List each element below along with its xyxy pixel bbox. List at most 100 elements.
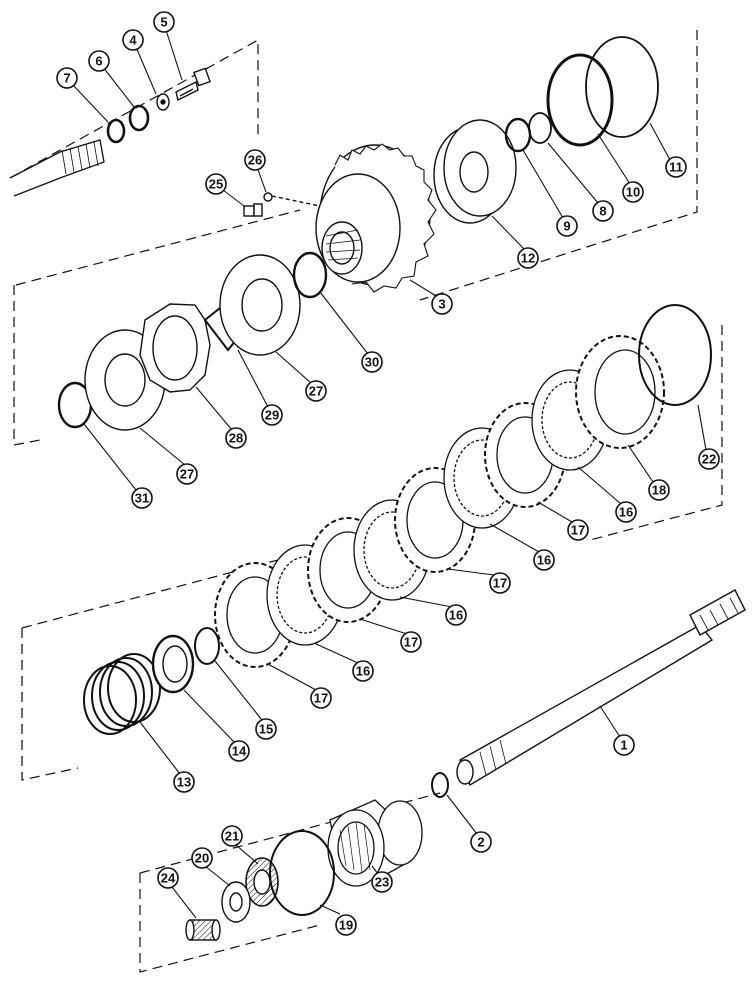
leader-29	[237, 349, 269, 408]
callout-label: 26	[248, 153, 262, 168]
callout-c9: 9	[556, 215, 578, 237]
callout-c16a: 16	[615, 501, 637, 523]
callout-circle	[221, 825, 243, 847]
callout-c29: 29	[261, 404, 283, 426]
leader-28	[195, 386, 233, 431]
lower-left-parts	[83, 627, 220, 735]
leader-16a	[577, 466, 622, 505]
seal-11	[585, 36, 659, 138]
input-shaft-stub	[9, 139, 105, 197]
o-ring-26	[263, 192, 273, 202]
leader-8	[547, 142, 599, 204]
callout-c30: 30	[361, 351, 383, 373]
callout-label: 9	[563, 219, 570, 234]
leader-22	[697, 404, 707, 451]
leader-12	[491, 215, 526, 251]
leader-13	[139, 721, 181, 775]
callout-label: 19	[339, 918, 353, 933]
leader-6	[102, 66, 135, 108]
callout-circle	[305, 380, 327, 402]
leader-4	[135, 46, 157, 95]
callout-c26: 26	[244, 149, 266, 171]
middle-group-parts	[57, 251, 328, 431]
callout-label: 25	[209, 177, 223, 192]
clutch-drum-3	[315, 143, 437, 293]
callout-label: 6	[95, 54, 102, 69]
callout-c21: 21	[221, 825, 243, 847]
top-right-parts	[433, 36, 659, 224]
piston-12	[433, 119, 517, 224]
callout-label: 17	[404, 635, 418, 650]
callout-label: 1	[620, 738, 627, 753]
callout-label: 10	[626, 185, 640, 200]
callout-c18: 18	[648, 479, 670, 501]
callout-circle	[613, 734, 635, 756]
leader-20	[204, 865, 231, 887]
callout-circle	[153, 11, 175, 33]
retainer-14	[151, 634, 195, 694]
callout-circle	[622, 181, 644, 203]
clutch-pack	[214, 304, 712, 668]
callout-circle	[400, 631, 422, 653]
callout-label: 22	[702, 452, 716, 467]
callout-circle	[205, 173, 227, 195]
callout-c24: 24	[157, 867, 179, 889]
callout-circle	[665, 156, 687, 178]
callout-label: 30	[365, 355, 379, 370]
snap-ring-15	[194, 627, 220, 665]
callout-circle	[122, 29, 144, 51]
callout-c7: 7	[56, 67, 78, 89]
callout-label: 16	[537, 553, 551, 568]
leader-21	[235, 844, 259, 865]
callout-label: 13	[177, 775, 191, 790]
callout-label: 3	[438, 297, 445, 312]
callout-circle	[431, 293, 453, 315]
callout-circle	[698, 448, 720, 470]
callout-label: 17	[493, 576, 507, 591]
callout-label: 27	[309, 384, 323, 399]
callout-circle	[225, 427, 247, 449]
callout-c16c: 16	[445, 604, 467, 626]
callout-label: 12	[521, 251, 535, 266]
callout-c20: 20	[191, 847, 213, 869]
hub-23	[327, 799, 423, 887]
callout-label: 16	[619, 505, 633, 520]
bottom-small-parts	[185, 830, 335, 941]
callout-c22: 22	[698, 448, 720, 470]
callout-c27a: 27	[305, 380, 327, 402]
callout-c13: 13	[173, 771, 195, 793]
callout-c28: 28	[225, 427, 247, 449]
plate-27-rear	[219, 254, 301, 356]
callout-label: 18	[652, 483, 666, 498]
leader-24	[171, 886, 197, 919]
callout-label: 2	[477, 835, 484, 850]
callout-c17a: 17	[567, 519, 589, 541]
callout-circle	[489, 572, 511, 594]
leader-16d	[313, 642, 359, 664]
leader-7	[71, 83, 109, 123]
callout-circle	[157, 867, 179, 889]
leader-27a	[275, 351, 312, 384]
leader-14	[183, 689, 236, 744]
callout-label: 7	[63, 71, 70, 86]
callout-c17c: 17	[400, 631, 422, 653]
callout-label: 4	[129, 33, 137, 48]
leader-26	[256, 166, 267, 193]
leader-16c	[399, 596, 453, 608]
main-shaft-1	[456, 589, 746, 787]
callout-c11: 11	[665, 156, 687, 178]
callout-label: 31	[135, 491, 149, 506]
snap-ring-7	[106, 118, 126, 144]
callout-c23: 23	[371, 871, 393, 893]
callout-circle	[445, 604, 467, 626]
callout-circle	[352, 660, 374, 682]
leader-17d	[267, 663, 317, 691]
callout-label: 5	[160, 15, 167, 30]
callout-c15: 15	[255, 718, 277, 740]
callout-label: 15	[259, 722, 273, 737]
callout-circle	[131, 487, 153, 509]
washer-20	[221, 881, 251, 923]
bolt-5	[175, 67, 211, 102]
top-small-parts	[106, 67, 321, 217]
callout-label: 16	[356, 664, 370, 679]
